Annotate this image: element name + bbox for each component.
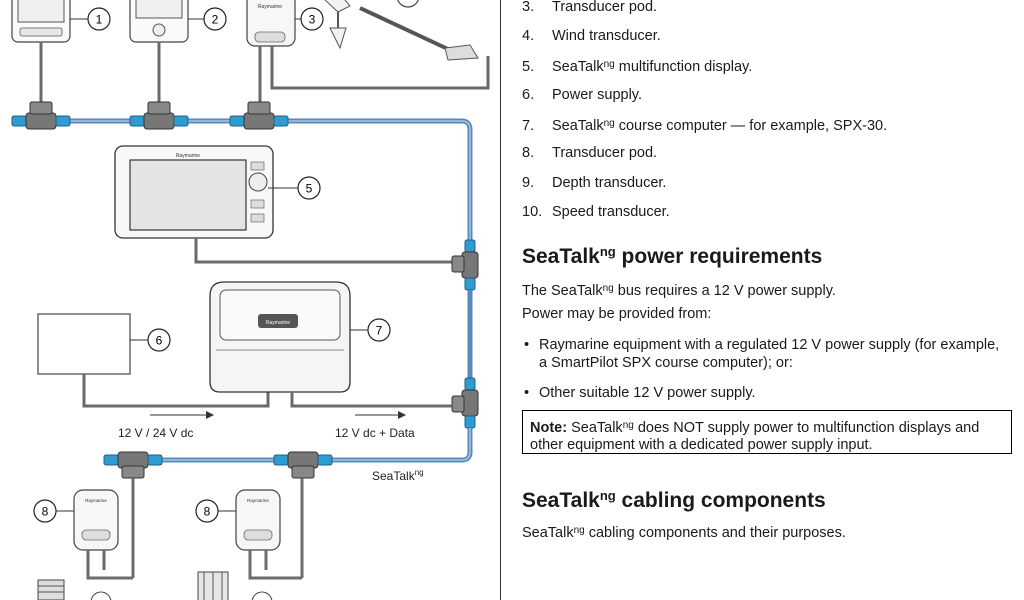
instrument-display-1 — [11, 0, 71, 102]
list-item: 10.Speed transducer. — [522, 204, 670, 220]
wind-transducer — [270, 0, 490, 90]
list-item: 8.Transducer pod. — [522, 145, 658, 161]
transducer-pod-bottom-2: Raymarine — [197, 478, 304, 600]
callout-7: 7 — [350, 318, 391, 342]
display-brand-label: Raymarine — [176, 153, 200, 159]
callout-8b: 8 — [195, 499, 236, 523]
note-box: Note: SeaTalkng does NOT supply power to… — [522, 410, 1012, 454]
label-power-out: 12 V dc + Data — [335, 426, 415, 440]
svg-text:8: 8 — [42, 505, 49, 519]
list-item: 4.Wind transducer. — [522, 28, 661, 44]
t-piece-connectors-bottom — [103, 451, 333, 479]
list-item: 5.SeaTalkng multifunction display. — [522, 59, 753, 75]
power-requirements-heading: SeaTalkng power requirements — [522, 244, 823, 268]
callout-2: 2 — [188, 7, 227, 31]
callout-5: 5 — [268, 176, 321, 200]
callout-1: 1 — [70, 7, 111, 31]
transducer-pod-bottom-1: Raymarine — [37, 478, 135, 600]
multifunction-display: Raymarine — [114, 145, 462, 264]
column-divider — [500, 0, 501, 600]
pod-brand-label: Raymarine — [85, 498, 107, 503]
instrument-display-2 — [129, 0, 189, 102]
callout-3: 3 — [295, 7, 324, 31]
label-power-in: 12 V / 24 V dc — [118, 426, 193, 440]
pod-brand-label: Raymarine — [258, 4, 282, 10]
svg-text:8: 8 — [204, 505, 211, 519]
svg-text:5: 5 — [306, 182, 313, 196]
svg-text:7: 7 — [376, 324, 383, 338]
computer-brand-label: Raymarine — [266, 320, 290, 326]
course-computer: Raymarine — [209, 281, 452, 408]
t-piece-connectors-top — [11, 101, 289, 130]
cabling-components-heading: SeaTalkng cabling components — [522, 488, 826, 512]
system-diagram: Raymarine — [11, 0, 490, 600]
callout-8a: 8 — [33, 499, 74, 523]
cabling-paragraph: SeaTalkng cabling components and their p… — [522, 525, 846, 541]
transducer-pod-top: Raymarine — [246, 0, 296, 102]
svg-text:2: 2 — [212, 13, 219, 27]
power-paragraph: The SeaTalkng bus requires a 12 V power … — [522, 283, 836, 299]
t-piece-connectors-right — [451, 239, 479, 429]
list-item: 9.Depth transducer. — [522, 175, 667, 191]
label-bus: SeaTalkng — [372, 468, 424, 483]
pod-brand-label: Raymarine — [247, 498, 269, 503]
svg-text:3: 3 — [309, 13, 316, 27]
power-source-intro: Power may be provided from: — [522, 306, 712, 322]
note-label: Note: — [530, 420, 568, 436]
power-supply-box — [37, 313, 270, 408]
svg-text:1: 1 — [96, 13, 103, 27]
callout-6: 6 — [130, 328, 171, 352]
list-item: 6.Power supply. — [522, 87, 642, 103]
svg-text:6: 6 — [156, 334, 163, 348]
list-item: 7.SeaTalkng course computer — for exampl… — [522, 118, 888, 134]
power-flow-labels: 12 V / 24 V dc 12 V dc + Data — [118, 411, 415, 440]
list-item: 3.Transducer pod. — [522, 0, 658, 15]
bullet-item: •Raymarine equipment with a regulated 12… — [524, 337, 1000, 371]
bullet-item: •Other suitable 12 V power supply. — [524, 385, 756, 401]
